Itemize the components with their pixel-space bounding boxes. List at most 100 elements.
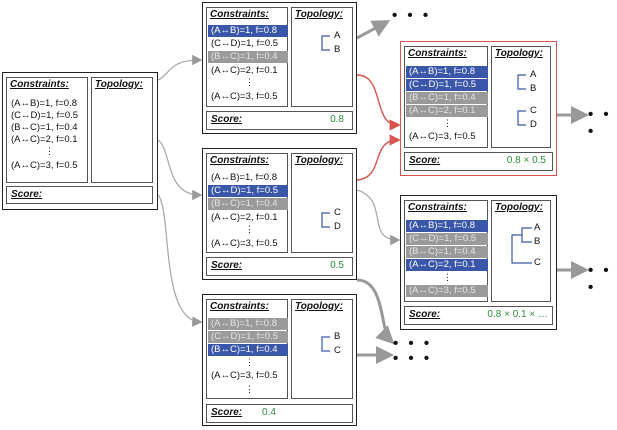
constraints-header: Constraints: bbox=[210, 155, 269, 166]
leaf-label: C bbox=[334, 345, 341, 356]
topology-header: Topology: bbox=[495, 48, 543, 59]
score-panel: Score: bbox=[6, 186, 153, 204]
constraint-row-disabled: (A↔C)=2, f=0.1 bbox=[406, 105, 488, 117]
tree-diagram bbox=[321, 212, 330, 228]
leaf-label: B bbox=[534, 236, 541, 247]
arrow-root-to-n2 bbox=[157, 139, 203, 201]
constraint-row-selected: (C↔D)=1, f=0.5 bbox=[208, 185, 288, 197]
root-node: Constraints: (A↔B)=1, f=0.8 (C↔D)=1, f=0… bbox=[2, 72, 158, 210]
arrow-n1-to-n4 bbox=[356, 74, 401, 131]
vertical-ellipsis: ⋮ bbox=[245, 77, 254, 87]
vertical-ellipsis: ⋮ bbox=[45, 146, 54, 156]
constraint-row-disabled: (B↔C)=1, f=0.4 bbox=[208, 198, 288, 210]
leaf-label: C bbox=[534, 257, 541, 268]
vertical-ellipsis: ⋮ bbox=[245, 357, 254, 367]
more-ellipsis-n3: • • • bbox=[393, 350, 433, 367]
constraints-header: Constraints: bbox=[408, 202, 467, 213]
tree-diagram bbox=[321, 35, 330, 51]
arrow-n2-to-more bbox=[356, 278, 395, 345]
leaf-label: B bbox=[334, 44, 341, 55]
constraint-row-disabled: (A↔C)=3, f=0.5 bbox=[406, 285, 488, 297]
score-value: 0.8 × 0.1 × … bbox=[487, 309, 548, 320]
constraint-row: (A↔B)=1, f=0.8 bbox=[211, 172, 278, 183]
node-cd: Constraints: (A↔B)=1, f=0.8 (C↔D)=1, f=0… bbox=[202, 148, 357, 280]
constraint-row-disabled: (B↔C)=1, f=0.4 bbox=[406, 92, 488, 104]
topology-header: Topology: bbox=[295, 9, 343, 20]
more-ellipsis-n2: • • • bbox=[393, 335, 433, 352]
constraint-row-disabled: (B↔C)=1, f=0.4 bbox=[208, 51, 288, 63]
constraint-row: (A↔C)=3, f=0.5 bbox=[409, 131, 476, 142]
constraint-row-disabled: (A↔B)=1, f=0.8 bbox=[208, 318, 288, 330]
leaf-label: D bbox=[530, 119, 537, 130]
leaf-label: A bbox=[334, 30, 341, 41]
constraint-row: (A↔C)=3, f=0.5 bbox=[211, 91, 278, 102]
tree-diagram bbox=[321, 336, 330, 352]
constraint-row-selected: (C↔D)=1, f=0.5 bbox=[406, 79, 488, 91]
vertical-ellipsis: ⋮ bbox=[245, 384, 254, 394]
constraints-header: Constraints: bbox=[408, 48, 467, 59]
constraint-row-selected: (A↔B)=1, f=0.8 bbox=[208, 25, 288, 37]
constraint-row: (A↔C)=3, f=0.5 bbox=[211, 370, 278, 381]
leaf-label: B bbox=[530, 83, 537, 94]
constraint-row: (A↔C)=3, f=0.5 bbox=[11, 160, 78, 171]
constraints-panel: Constraints: (A↔B)=1, f=0.8 (C↔D)=1, f=0… bbox=[206, 7, 288, 107]
score-panel: Score: 0.8 bbox=[206, 111, 353, 130]
leaf-label: B bbox=[334, 331, 341, 342]
tree-diagram-cd bbox=[517, 110, 526, 126]
constraints-header: Constraints: bbox=[10, 79, 69, 90]
leaf-label: A bbox=[534, 222, 541, 233]
topology-header: Topology: bbox=[295, 155, 343, 166]
topology-header: Topology: bbox=[295, 301, 343, 312]
score-label: Score: bbox=[211, 260, 243, 271]
score-label: Score: bbox=[409, 309, 441, 320]
topology-header: Topology: bbox=[495, 202, 543, 213]
constraint-row-disabled: (B↔C)=1, f=0.4 bbox=[406, 246, 488, 258]
arrow-n1-to-more bbox=[356, 20, 391, 40]
score-value: 0.8 × 0.5 bbox=[506, 155, 546, 166]
constraint-row-selected: (A↔B)=1, f=0.8 bbox=[406, 220, 488, 232]
constraints-header: Constraints: bbox=[210, 301, 269, 312]
leaf-label: C bbox=[530, 105, 537, 116]
leaf-label: D bbox=[334, 221, 341, 232]
more-ellipsis-n5: • • • bbox=[588, 262, 612, 296]
score-value: 0.5 bbox=[330, 260, 344, 271]
topology-panel: Topology: B C bbox=[291, 299, 353, 399]
constraint-row: (A↔C)=2, f=0.1 bbox=[211, 212, 278, 223]
constraint-row-disabled: (C↔D)=1, f=0.5 bbox=[406, 233, 488, 245]
constraint-row: (A↔C)=3, f=0.5 bbox=[211, 238, 278, 249]
arrow-root-to-n3 bbox=[157, 194, 203, 327]
score-label: Score: bbox=[409, 155, 441, 166]
score-panel: Score: 0.8 × 0.5 bbox=[404, 152, 553, 171]
vertical-ellipsis: ⋮ bbox=[245, 224, 254, 234]
score-panel: Score: 0.8 × 0.1 × … bbox=[404, 306, 553, 325]
constraint-row: (A↔B)=1, f=0.8 bbox=[11, 98, 78, 109]
tree-diagram bbox=[511, 227, 532, 264]
leaf-label: C bbox=[334, 207, 341, 218]
score-panel: Score: 0.5 bbox=[206, 257, 353, 276]
constraints-panel: Constraints: (A↔B)=1, f=0.8 (C↔D)=1, f=0… bbox=[206, 299, 288, 399]
constraints-panel: Constraints: (A↔B)=1, f=0.8 (C↔D)=1, f=0… bbox=[404, 200, 488, 302]
constraint-row: (C↔D)=1, f=0.5 bbox=[211, 38, 279, 49]
constraint-row-selected: (A↔B)=1, f=0.8 bbox=[406, 66, 488, 78]
constraints-panel: Constraints: (A↔B)=1, f=0.8 (C↔D)=1, f=0… bbox=[404, 46, 488, 148]
arrow-n2-to-n5 bbox=[356, 189, 401, 246]
score-panel: Score: 0.4 bbox=[206, 404, 353, 423]
node-ab-cd: Constraints: (A↔B)=1, f=0.8 (C↔D)=1, f=0… bbox=[400, 41, 557, 176]
score-label: Score: bbox=[11, 189, 43, 200]
topology-panel: Topology: A B C bbox=[491, 200, 551, 302]
constraint-row-selected: (B↔C)=1, f=0.4 bbox=[208, 344, 288, 356]
arrow-n2-to-n4 bbox=[356, 134, 401, 181]
constraint-row-disabled: (C↔D)=1, f=0.5 bbox=[208, 331, 288, 343]
topology-panel: Topology: C D bbox=[291, 153, 353, 253]
score-value: 0.8 bbox=[330, 114, 344, 125]
topology-header: Topology: bbox=[95, 79, 143, 90]
node-ab: Constraints: (A↔B)=1, f=0.8 (C↔D)=1, f=0… bbox=[202, 2, 357, 134]
score-label: Score: bbox=[211, 114, 243, 125]
constraints-panel: Constraints: (A↔B)=1, f=0.8 (C↔D)=1, f=0… bbox=[6, 77, 88, 183]
score-value: 0.4 bbox=[262, 407, 276, 418]
constraints-panel: Constraints: (A↔B)=1, f=0.8 (C↔D)=1, f=0… bbox=[206, 153, 288, 253]
constraints-header: Constraints: bbox=[210, 9, 269, 20]
score-label: Score: bbox=[211, 407, 243, 418]
node-bc: Constraints: (A↔B)=1, f=0.8 (C↔D)=1, f=0… bbox=[202, 294, 357, 426]
constraint-row: (B↔C)=1, f=0.4 bbox=[11, 122, 78, 133]
